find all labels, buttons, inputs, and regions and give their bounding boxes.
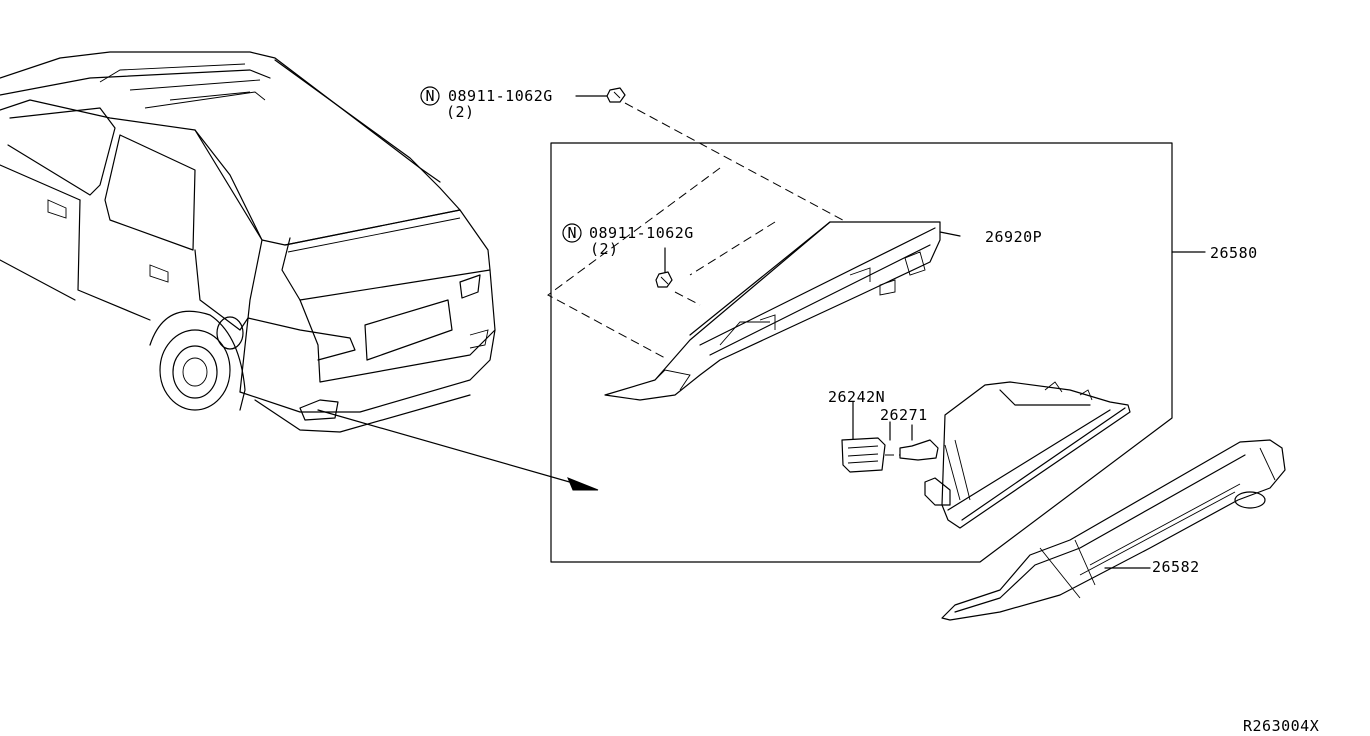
nut-top-part <box>575 87 626 103</box>
label-nut-top: N 08911-1062G (2) <box>420 86 553 121</box>
n-mark-text: N <box>568 224 578 242</box>
assembly-outline <box>550 142 1173 563</box>
vehicle-illustration <box>0 51 496 433</box>
label-lens: 26582 <box>1152 558 1200 576</box>
label-assembly: 26580 <box>1210 244 1258 262</box>
label-bulb: 26271 <box>880 406 928 424</box>
location-arrow <box>317 409 599 491</box>
part-number: 08911-1062G <box>448 87 553 105</box>
label-nut-mid: N 08911-1062G (2) <box>562 223 694 258</box>
rear-reflector-location <box>299 399 339 421</box>
n-mark-icon <box>562 223 582 243</box>
bulb-part <box>899 424 939 461</box>
lens-part <box>941 439 1286 621</box>
reference-code: R263004X <box>1243 717 1319 735</box>
lamp-housing-part <box>924 381 1131 529</box>
part-number: 08911-1062G <box>589 224 694 242</box>
n-mark-text: N <box>426 87 436 105</box>
label-socket: 26242N <box>828 388 885 406</box>
socket-part <box>841 401 900 473</box>
label-finisher: 26920P <box>985 228 1042 246</box>
nut-mid-part <box>655 247 673 288</box>
leader-dashed <box>624 102 881 241</box>
finisher-part <box>604 221 961 401</box>
n-mark-icon <box>420 86 440 106</box>
part-qty: (2) <box>590 240 619 258</box>
part-qty: (2) <box>446 103 475 121</box>
